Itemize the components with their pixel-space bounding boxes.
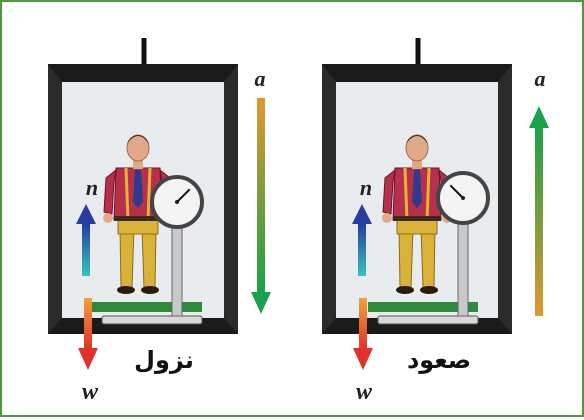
accel-label-left: a <box>255 66 266 91</box>
weight-label-left: w <box>82 379 99 405</box>
scale-gauge <box>438 173 488 223</box>
label-descending: نزول <box>134 346 194 374</box>
normal-label-left: n <box>86 175 98 200</box>
elevator-ascending <box>322 38 512 334</box>
label-ascending: صعود <box>407 346 471 374</box>
accel-label-right: a <box>535 66 546 91</box>
scale-gauge <box>152 177 202 227</box>
acceleration-arrow-up <box>529 106 549 316</box>
elevator-descending <box>48 38 238 334</box>
weight-label-right: w <box>356 379 373 405</box>
acceleration-arrow-down <box>251 98 271 314</box>
elevator-diagram: a n w نزول a n <box>2 2 582 415</box>
normal-label-right: n <box>360 175 372 200</box>
